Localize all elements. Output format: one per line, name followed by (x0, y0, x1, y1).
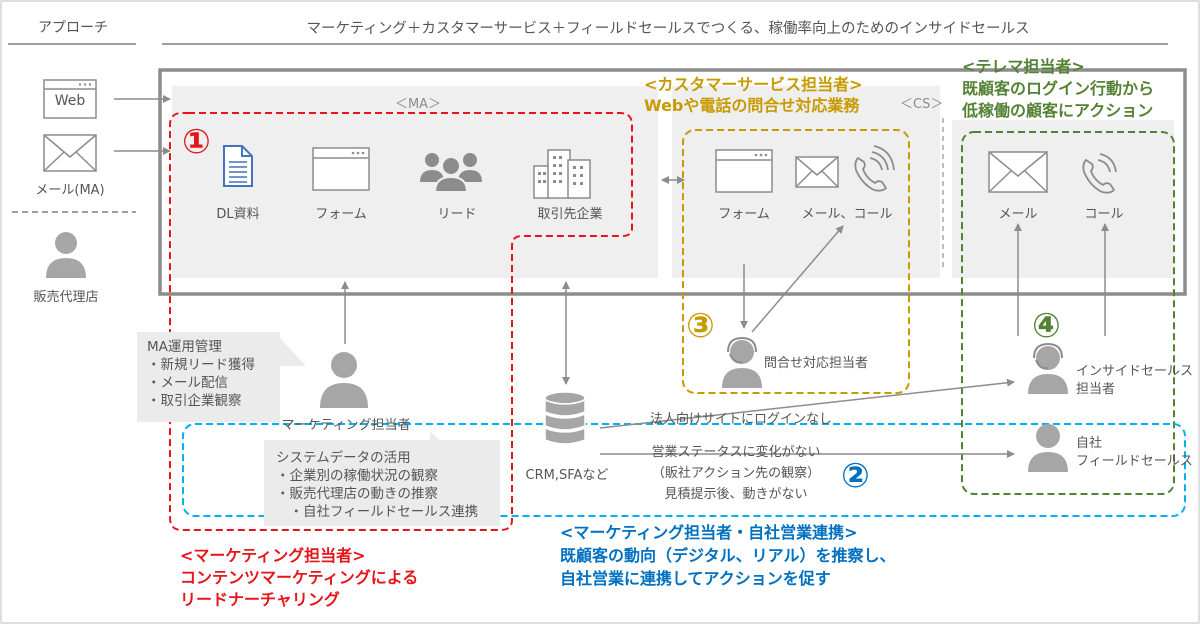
collab-heading-desc-1: 既顧客の動向（デジタル、リアル）を推察し、 (560, 546, 896, 565)
cs-phone-icon (854, 145, 895, 192)
mkt-heading-desc-1: コンテンツマーケティングによる (180, 568, 419, 587)
callout-tail-ma (280, 338, 306, 366)
agency-person-icon (46, 232, 86, 278)
ma-ops-callout: MA運用管理 ・新規リード獲得 ・メール配信 ・取引企業観察 (137, 332, 280, 422)
ma-ops-line: MA運用管理 (147, 339, 222, 355)
system-data-callout: システムデータの活用 ・企業別の稼働状況の観察 ・販売代理店の動きの推察 ・自社… (264, 440, 500, 526)
field-sales-label-2: フィールドセールス (1076, 454, 1193, 469)
mkt-heading-desc-2: リードナーチャリング (180, 590, 340, 609)
tele-panel (952, 120, 1174, 278)
system-data-line: システムデータの活用 (276, 450, 411, 466)
number-4: ④ (1032, 306, 1061, 346)
field-sales-label-1: 自社 (1076, 436, 1103, 451)
group-cyan (182, 423, 1186, 517)
ma-section-label: ＜MA＞ (394, 97, 442, 112)
tele-heading-desc-1: 既顧客のログイン行動から (962, 79, 1155, 98)
inside-sales-label-1: インサイドセールス (1076, 364, 1194, 379)
ma-ops-line: ・新規リード獲得 (147, 357, 255, 373)
database-icon (544, 391, 586, 445)
mail-icon (43, 134, 97, 172)
document-icon (223, 145, 253, 187)
login-flow-label: 法人向けサイトにログインなし (650, 412, 833, 427)
tele-phone-icon (1082, 153, 1117, 194)
arrow-inquiry-call (751, 225, 844, 333)
inside-sales-headset-person-icon (1028, 342, 1068, 394)
client-label: 取引先企業 (537, 207, 603, 222)
inquiry-person-label: 問合せ対応担当者 (764, 356, 869, 371)
number-1: ① (182, 122, 211, 162)
tele-mail-label: メール (998, 207, 1038, 222)
marketing-person-icon (320, 352, 368, 408)
status-flow-label-2: （販社アクション先の観察） (651, 466, 821, 481)
tele-mail-icon (988, 151, 1048, 193)
tele-heading-title: <テレマ担当者> (962, 57, 1085, 76)
collab-heading-title: <マーケティング担当者・自社営業連携> (560, 523, 858, 542)
ma-ops-line: ・メール配信 (147, 375, 228, 391)
arrow-login (599, 378, 1015, 429)
cs-mail-icon (795, 156, 839, 188)
lead-label: リード (437, 207, 477, 222)
cs-heading-title: <カスタマーサービス担当者> (644, 75, 863, 94)
ma-ops-line: ・取引企業観察 (147, 393, 242, 409)
group-gold (682, 129, 910, 394)
group-red (169, 112, 633, 531)
cs-form-browser-icon (715, 149, 773, 193)
mkt-heading-title: <マーケティング担当者> (180, 546, 366, 565)
lead-group-icon (420, 153, 482, 193)
building-icon (533, 149, 591, 199)
agency-label: 販売代理店 (33, 290, 99, 305)
field-sales-person-icon (1028, 424, 1068, 472)
dl-label: DL資料 (216, 207, 260, 222)
page-title: マーケティング＋カスタマーサービス＋フィールドセールスでつくる、稼働率向上のため… (306, 21, 1030, 37)
number-2: ② (841, 456, 870, 496)
collab-heading-desc-2: 自社営業に連携してアクションを促す (560, 569, 831, 588)
status-flow-label-1: 営業ステータスに変化がない (651, 445, 821, 460)
cs-mail-call-label: メール、コール (801, 207, 893, 222)
system-data-line: ・企業別の稼働状況の観察 (276, 468, 438, 484)
cs-section-label: ＜CS＞ (900, 97, 944, 112)
system-frame (158, 68, 1187, 296)
ma-form-label: フォーム (315, 207, 367, 222)
tele-heading-desc-2: 低稼働の顧客にアクション (962, 101, 1154, 120)
web-label: Web (54, 93, 86, 109)
approach-title: アプローチ (38, 20, 108, 36)
cs-heading-desc: Webや電話の問合せ対応業務 (644, 96, 860, 115)
crm-label: CRM,SFAなど (525, 468, 609, 483)
cs-form-label: フォーム (718, 207, 770, 222)
web-browser-icon (43, 79, 97, 119)
mail-label: メール(MA) (35, 183, 105, 198)
group-green (961, 131, 1175, 495)
inside-sales-label-2: 担当者 (1076, 382, 1116, 397)
status-flow-label-3: 見積提示後、動きがない (664, 487, 808, 502)
inquiry-headset-person-icon (722, 336, 762, 388)
system-data-line: ・自社フィールドセールス連携 (276, 504, 479, 520)
tele-call-label: コール (1084, 207, 1124, 222)
system-data-line: ・販売代理店の動きの推察 (276, 486, 438, 502)
marketing-person-label: マーケティング担当者 (281, 418, 411, 433)
form-browser-icon (312, 147, 370, 191)
number-3: ③ (686, 306, 715, 346)
